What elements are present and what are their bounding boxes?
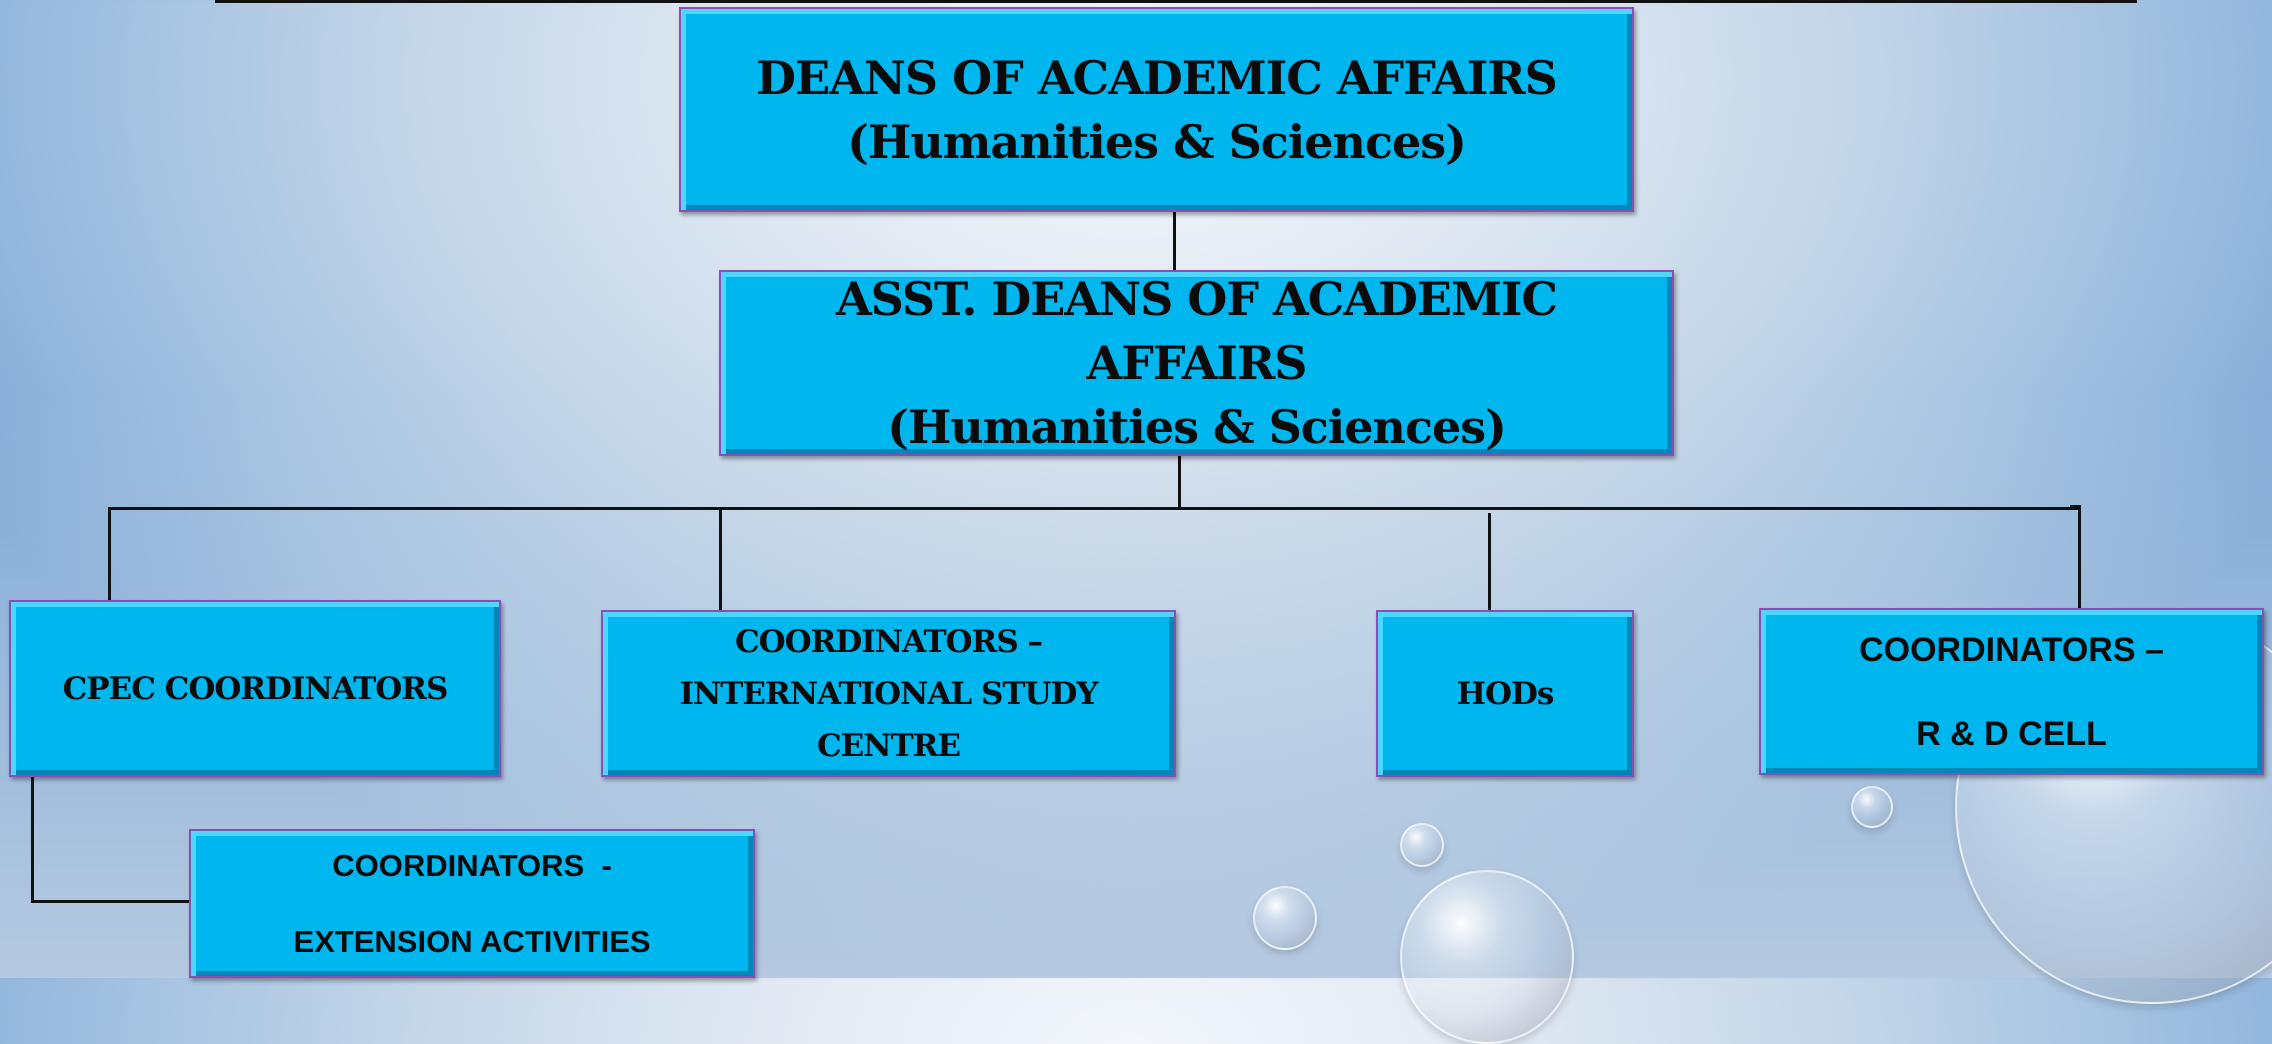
node-subtitle: (Humanities & Sciences) [847, 114, 1467, 169]
node-line: INTERNATIONAL STUDY [679, 675, 1098, 712]
node-line: COORDINATORS - [332, 847, 612, 883]
node-label: HODs [1456, 675, 1555, 712]
connector-drop-hods [1488, 513, 1491, 610]
connector-drop-rd [2078, 505, 2081, 608]
node-deans-academic-affairs: DEANS OF ACADEMIC AFFAIRS (Humanities & … [679, 7, 1634, 212]
node-extension-activities: COORDINATORS - EXTENSION ACTIVITIES [189, 829, 755, 978]
node-international-study-centre: COORDINATORS – INTERNATIONAL STUDY CENTR… [601, 610, 1176, 777]
node-asst-deans-academic-affairs: ASST. DEANS OF ACADEMIC AFFAIRS (Humanit… [719, 270, 1674, 456]
node-line: COORDINATORS – [1859, 630, 2164, 669]
node-cpec-coordinators: CPEC COORDINATORS [9, 600, 501, 777]
node-title: ASST. DEANS OF ACADEMIC AFFAIRS [835, 272, 1558, 390]
node-line: EXTENSION ACTIVITIES [293, 923, 651, 959]
node-line: COORDINATORS – [734, 623, 1043, 660]
node-rd-cell: COORDINATORS – R & D CELL [1759, 608, 2264, 775]
node-line: R & D CELL [1916, 714, 2107, 753]
node-line: CENTRE [816, 727, 961, 764]
decorative-bubble [1253, 886, 1317, 950]
connector-bus-rd-segment [2070, 505, 2081, 508]
connector-drop-international [719, 507, 722, 610]
node-subtitle: (Humanities & Sciences) [887, 400, 1507, 454]
node-hods: HODs [1376, 610, 1634, 777]
node-title: DEANS OF ACADEMIC AFFAIRS [756, 50, 1558, 105]
connector-cpec-ext-horizontal [31, 900, 189, 903]
decorative-bubble [1400, 823, 1444, 867]
connector-cpec-ext-vertical [31, 777, 34, 903]
connector-bus-horizontal [108, 507, 2080, 510]
decorative-bubble [1400, 870, 1574, 1044]
connector-dean-asst [1173, 212, 1176, 270]
decorative-bubble [1851, 786, 1893, 828]
connector-drop-cpec [108, 507, 111, 600]
connector-asst-bus [1178, 456, 1181, 508]
top-rule [215, 0, 2137, 3]
node-label: CPEC COORDINATORS [62, 670, 449, 707]
